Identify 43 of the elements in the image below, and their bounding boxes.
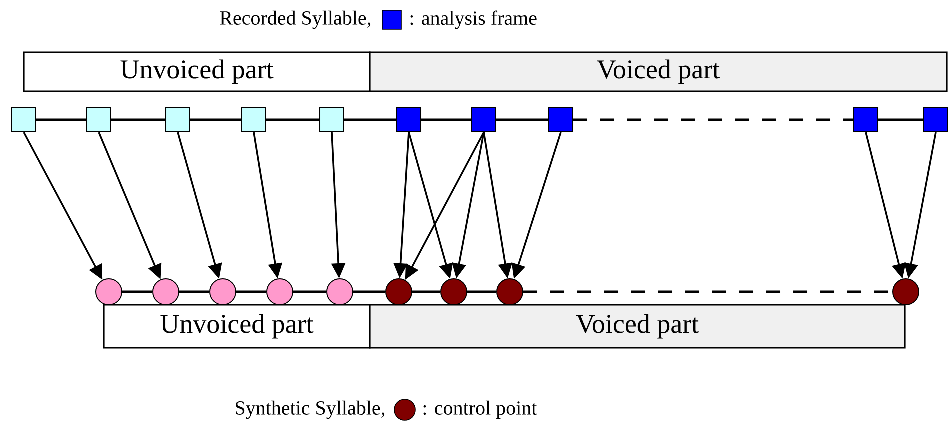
timeline-segment (294, 290, 326, 294)
control-point-circle (326, 278, 354, 306)
control-point-circle (440, 278, 468, 306)
control-point-circle (210, 278, 236, 306)
timeline-segment (468, 290, 496, 294)
analysis-frame-square (396, 108, 422, 132)
timeline-segment (412, 290, 440, 294)
analysis-frame-square (320, 108, 344, 132)
timeline-segment (354, 290, 386, 294)
part-box: Unvoiced part (103, 304, 371, 349)
control-point-circle (496, 278, 524, 306)
timeline-segment (422, 118, 472, 122)
part-box: Unvoiced part (23, 52, 371, 92)
title: Recorded Syllable, (220, 10, 371, 30)
timeline-segment (122, 290, 152, 294)
analysis-frame-square (12, 108, 36, 132)
caption: Synthetic Syllable, (236, 400, 385, 420)
analysis-frame-square (854, 108, 878, 132)
control-point-circle (892, 278, 920, 306)
analysis-frame-square (548, 108, 574, 132)
part-box: Voiced part (369, 52, 948, 92)
timeline-segment (266, 118, 320, 122)
analysis-frame-square (924, 108, 948, 132)
analysis-frame-square (166, 108, 190, 132)
control-point-circle (96, 278, 122, 306)
timeline-segment (574, 118, 854, 122)
legend-text: : analysis frame (410, 10, 537, 30)
timeline-segment (36, 118, 86, 122)
analysis-frame-square (86, 108, 112, 132)
timeline-segment (190, 118, 242, 122)
timeline-segment (112, 118, 166, 122)
control-point-circle (266, 278, 294, 306)
timeline-segment (180, 290, 210, 294)
timeline-segment (344, 118, 396, 122)
analysis-frame-square (472, 108, 496, 132)
legend-text: : control point (424, 400, 538, 420)
control-point-circle (386, 278, 412, 306)
timeline-segment (496, 118, 548, 122)
timeline-segment (236, 290, 266, 294)
timeline-segment (878, 118, 924, 122)
control-point-circle (152, 278, 180, 306)
part-box: Voiced part (369, 304, 906, 349)
analysis-frame-square (242, 108, 266, 132)
